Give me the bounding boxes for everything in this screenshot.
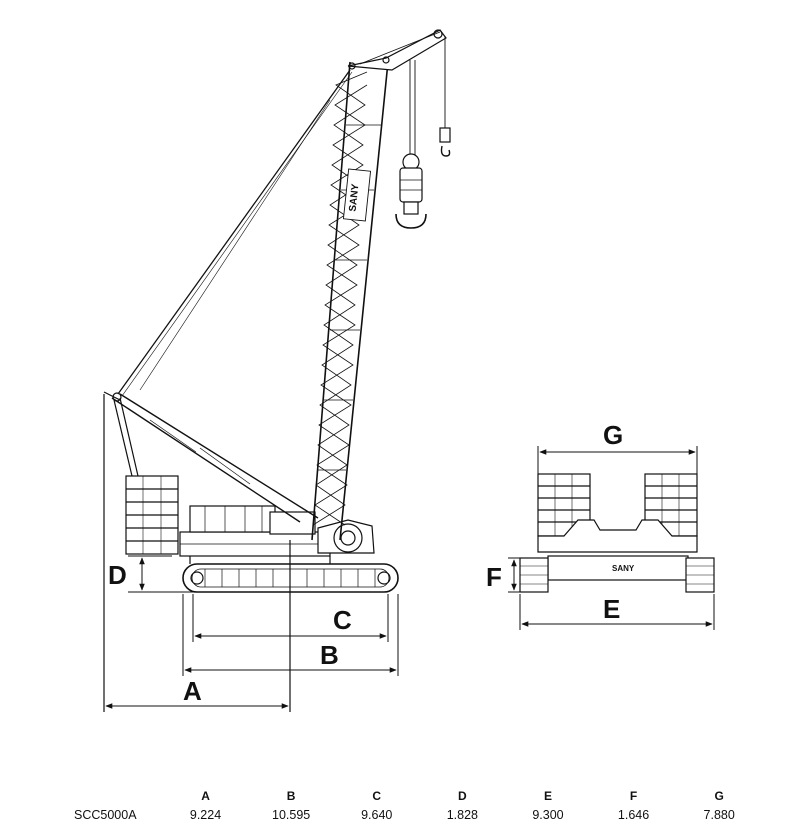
spec-table: A B C D E F G SCC5000A 9.224 10.595 9.64…: [62, 786, 762, 824]
dimension-label-g: G: [603, 420, 623, 450]
dimension-label-c: C: [333, 605, 352, 635]
spec-value-cell: 9.224: [189, 808, 222, 822]
rear-track-right: [685, 557, 715, 593]
rear-superstructure: [537, 519, 698, 553]
side-dimensions: [103, 394, 399, 712]
dimension-label-b: B: [320, 640, 339, 670]
mast: [103, 391, 319, 523]
table-row: SCC5000A 9.224 10.595 9.640 1.828 9.300 …: [62, 806, 762, 824]
hoist-lines: [409, 36, 446, 155]
spec-value-cell: 1.828: [446, 808, 478, 822]
dimension-label-a: A: [183, 676, 202, 706]
spec-header-cell: E: [543, 789, 552, 803]
spec-header-cell: F: [629, 789, 638, 803]
carbody-brand-label: SANY: [612, 564, 635, 573]
dimension-label-f: F: [486, 562, 502, 592]
spec-header-cell: A: [201, 789, 210, 803]
spec-header-cell: G: [714, 789, 724, 803]
aux-hook: [439, 127, 451, 157]
dimension-label-d: D: [108, 560, 127, 590]
crane-side-view: SANY: [103, 29, 451, 593]
spec-model-cell: SCC5000A: [74, 808, 137, 822]
rear-dimensions: [508, 446, 715, 630]
superstructure: [179, 505, 375, 564]
spec-header-cell: [62, 786, 163, 806]
crane-rear-view: SANY: [519, 473, 715, 593]
spec-header-cell: B: [286, 789, 296, 803]
spec-header-cell: C: [372, 789, 382, 803]
spec-value-cell: 7.880: [703, 808, 735, 822]
dimension-label-e: E: [603, 594, 620, 624]
crane-drawing: SANY: [103, 29, 715, 712]
spec-header-cell: D: [458, 789, 467, 803]
spec-value-cell: 9.300: [532, 808, 564, 822]
rear-carbody: [547, 555, 689, 581]
counterweight-stack: [125, 475, 179, 555]
lattice-boom: SANY: [311, 29, 447, 541]
boom-pendant: [117, 69, 353, 397]
rear-track-left: [519, 557, 549, 593]
spec-table-header: A B C D E F G: [62, 786, 762, 806]
spec-value-cell: 1.646: [617, 808, 650, 822]
spec-value-cell: 9.640: [361, 808, 393, 822]
boom-brand-label: SANY: [348, 183, 362, 212]
main-hook-block: [395, 153, 427, 229]
spec-value-cell: 10.595: [272, 808, 311, 822]
